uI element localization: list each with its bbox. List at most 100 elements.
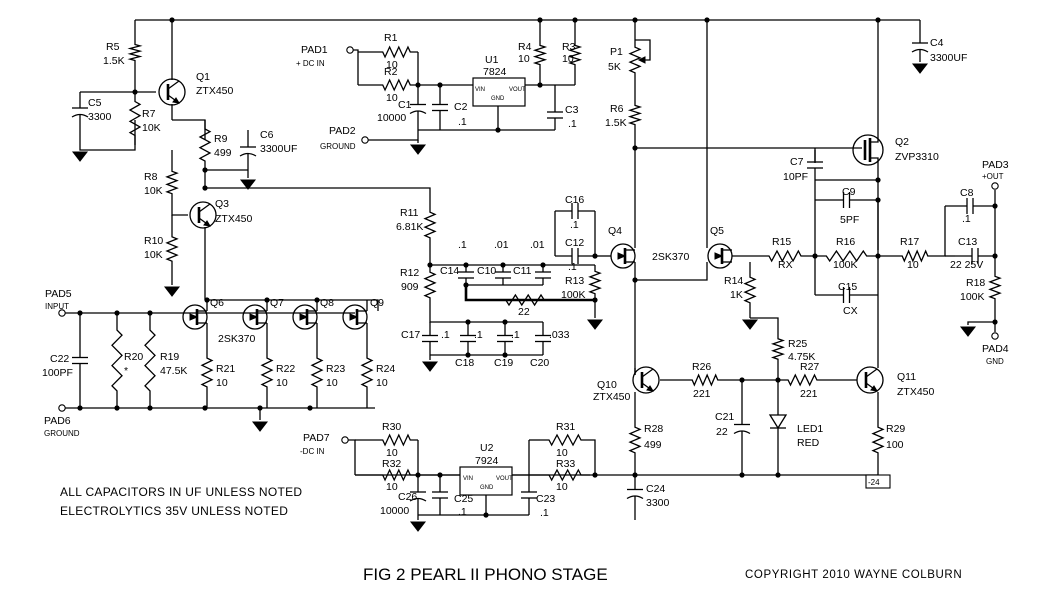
regulator-u1: U1 7824 VIN VOUT GND	[472, 54, 526, 107]
supply-rail-label: -24	[868, 478, 880, 487]
c21-ref: C21	[715, 411, 734, 423]
q11-arrow	[870, 385, 878, 392]
pad3-ref: PAD3	[982, 159, 1009, 171]
q8-gate-arrow	[299, 313, 309, 321]
junction-dot	[992, 319, 998, 325]
ground-symbol	[251, 421, 269, 432]
ground-symbol	[741, 319, 759, 330]
junction-dot	[204, 297, 210, 303]
junction-dot	[77, 405, 83, 411]
q3-body	[189, 201, 217, 229]
junction-dot	[537, 82, 543, 88]
r14-ref: R14	[724, 275, 743, 287]
q4-body	[610, 243, 636, 269]
u1-vout: VOUT	[509, 87, 526, 93]
r6-value: 1.5K	[605, 117, 627, 129]
c4-ref: C4	[930, 37, 944, 49]
pad-terminal	[58, 309, 66, 317]
wire	[635, 39, 651, 61]
r24-ref: R24	[376, 363, 395, 375]
c17-ref: C17	[401, 329, 420, 341]
q9-ref: Q9	[370, 297, 384, 309]
pad5-desc: INPUT	[45, 302, 69, 311]
r5	[127, 40, 143, 65]
c10-ref: C10	[477, 265, 496, 277]
c19-ref: C19	[494, 357, 513, 369]
r12	[423, 265, 437, 305]
c15-ref: C15	[838, 281, 857, 293]
u2-gnd: GND	[480, 485, 494, 491]
r12-ref: R12	[400, 267, 419, 279]
c18-value: .1	[474, 329, 483, 341]
junction-dot	[632, 145, 638, 151]
r29	[871, 420, 885, 460]
c13-value: 22 25V	[950, 259, 983, 271]
r31-value: 10	[556, 447, 568, 459]
pad7-ref: PAD7	[303, 432, 330, 444]
r25	[770, 333, 786, 365]
c1	[409, 110, 427, 115]
r23-ref: R23	[326, 363, 345, 375]
r25-value: 4.75K	[788, 351, 815, 363]
c5-ref: C5	[88, 97, 102, 109]
q11-collector	[865, 368, 878, 378]
r1	[375, 45, 418, 59]
c18-ref: C18	[455, 357, 474, 369]
q4-ref: Q4	[608, 225, 622, 237]
u1-ref: U1	[485, 54, 499, 66]
junction-dot	[502, 352, 508, 358]
ground-symbol	[239, 179, 257, 190]
c11-ref: C11	[513, 265, 532, 277]
junction-dot	[314, 297, 320, 303]
r22-ref: R22	[276, 363, 295, 375]
r21-ref: R21	[216, 363, 235, 375]
wire	[171, 200, 188, 216]
junction-dot	[202, 405, 208, 411]
c19-value: .1	[511, 329, 520, 341]
r11	[423, 205, 437, 245]
r17	[895, 249, 935, 263]
r16-value: 100K	[833, 259, 858, 271]
junction-dot	[592, 253, 598, 259]
u1-gnd: GND	[491, 96, 505, 102]
q2-body	[852, 134, 884, 166]
r23	[310, 350, 324, 395]
c22-value: 100PF	[42, 367, 73, 379]
c3-value: .1	[568, 118, 577, 130]
r32	[375, 468, 418, 482]
wire	[750, 317, 779, 333]
ground-symbol	[409, 144, 427, 155]
p1-wiper-arrow	[637, 56, 646, 64]
c6-value: 3300UF	[260, 143, 297, 155]
r3-value: 10	[562, 53, 574, 65]
r20-ref: R20	[124, 351, 143, 363]
q3-collector	[198, 203, 211, 213]
r4-value: 10	[518, 53, 530, 65]
r-feedback	[495, 293, 555, 307]
r27	[780, 373, 825, 387]
c24-ref: C24	[646, 483, 665, 495]
pad1-ref: PAD1	[301, 44, 328, 56]
u2-part: 7924	[475, 455, 499, 467]
r24-value: 10	[376, 377, 388, 389]
wire	[79, 120, 136, 151]
q10-ref: Q10	[597, 379, 617, 391]
q3-value: ZTX450	[215, 213, 253, 225]
c14-ref: C14	[440, 265, 459, 277]
r21-value: 10	[216, 377, 228, 389]
r25-ref: R25	[788, 338, 807, 350]
r14	[743, 270, 757, 310]
wire	[345, 439, 356, 475]
c7-ref: C7	[790, 156, 804, 168]
q1-ref: Q1	[196, 71, 210, 83]
pad3-desc: +OUT	[982, 172, 1004, 181]
c26	[409, 497, 427, 502]
q11-value: ZTX450	[897, 386, 935, 398]
r28	[628, 420, 642, 460]
c23-value: .1	[540, 507, 549, 519]
c12-ref: C12	[565, 237, 584, 249]
q6-gate-arrow	[189, 313, 199, 321]
r10	[165, 230, 179, 268]
r26-value: 221	[693, 388, 711, 400]
